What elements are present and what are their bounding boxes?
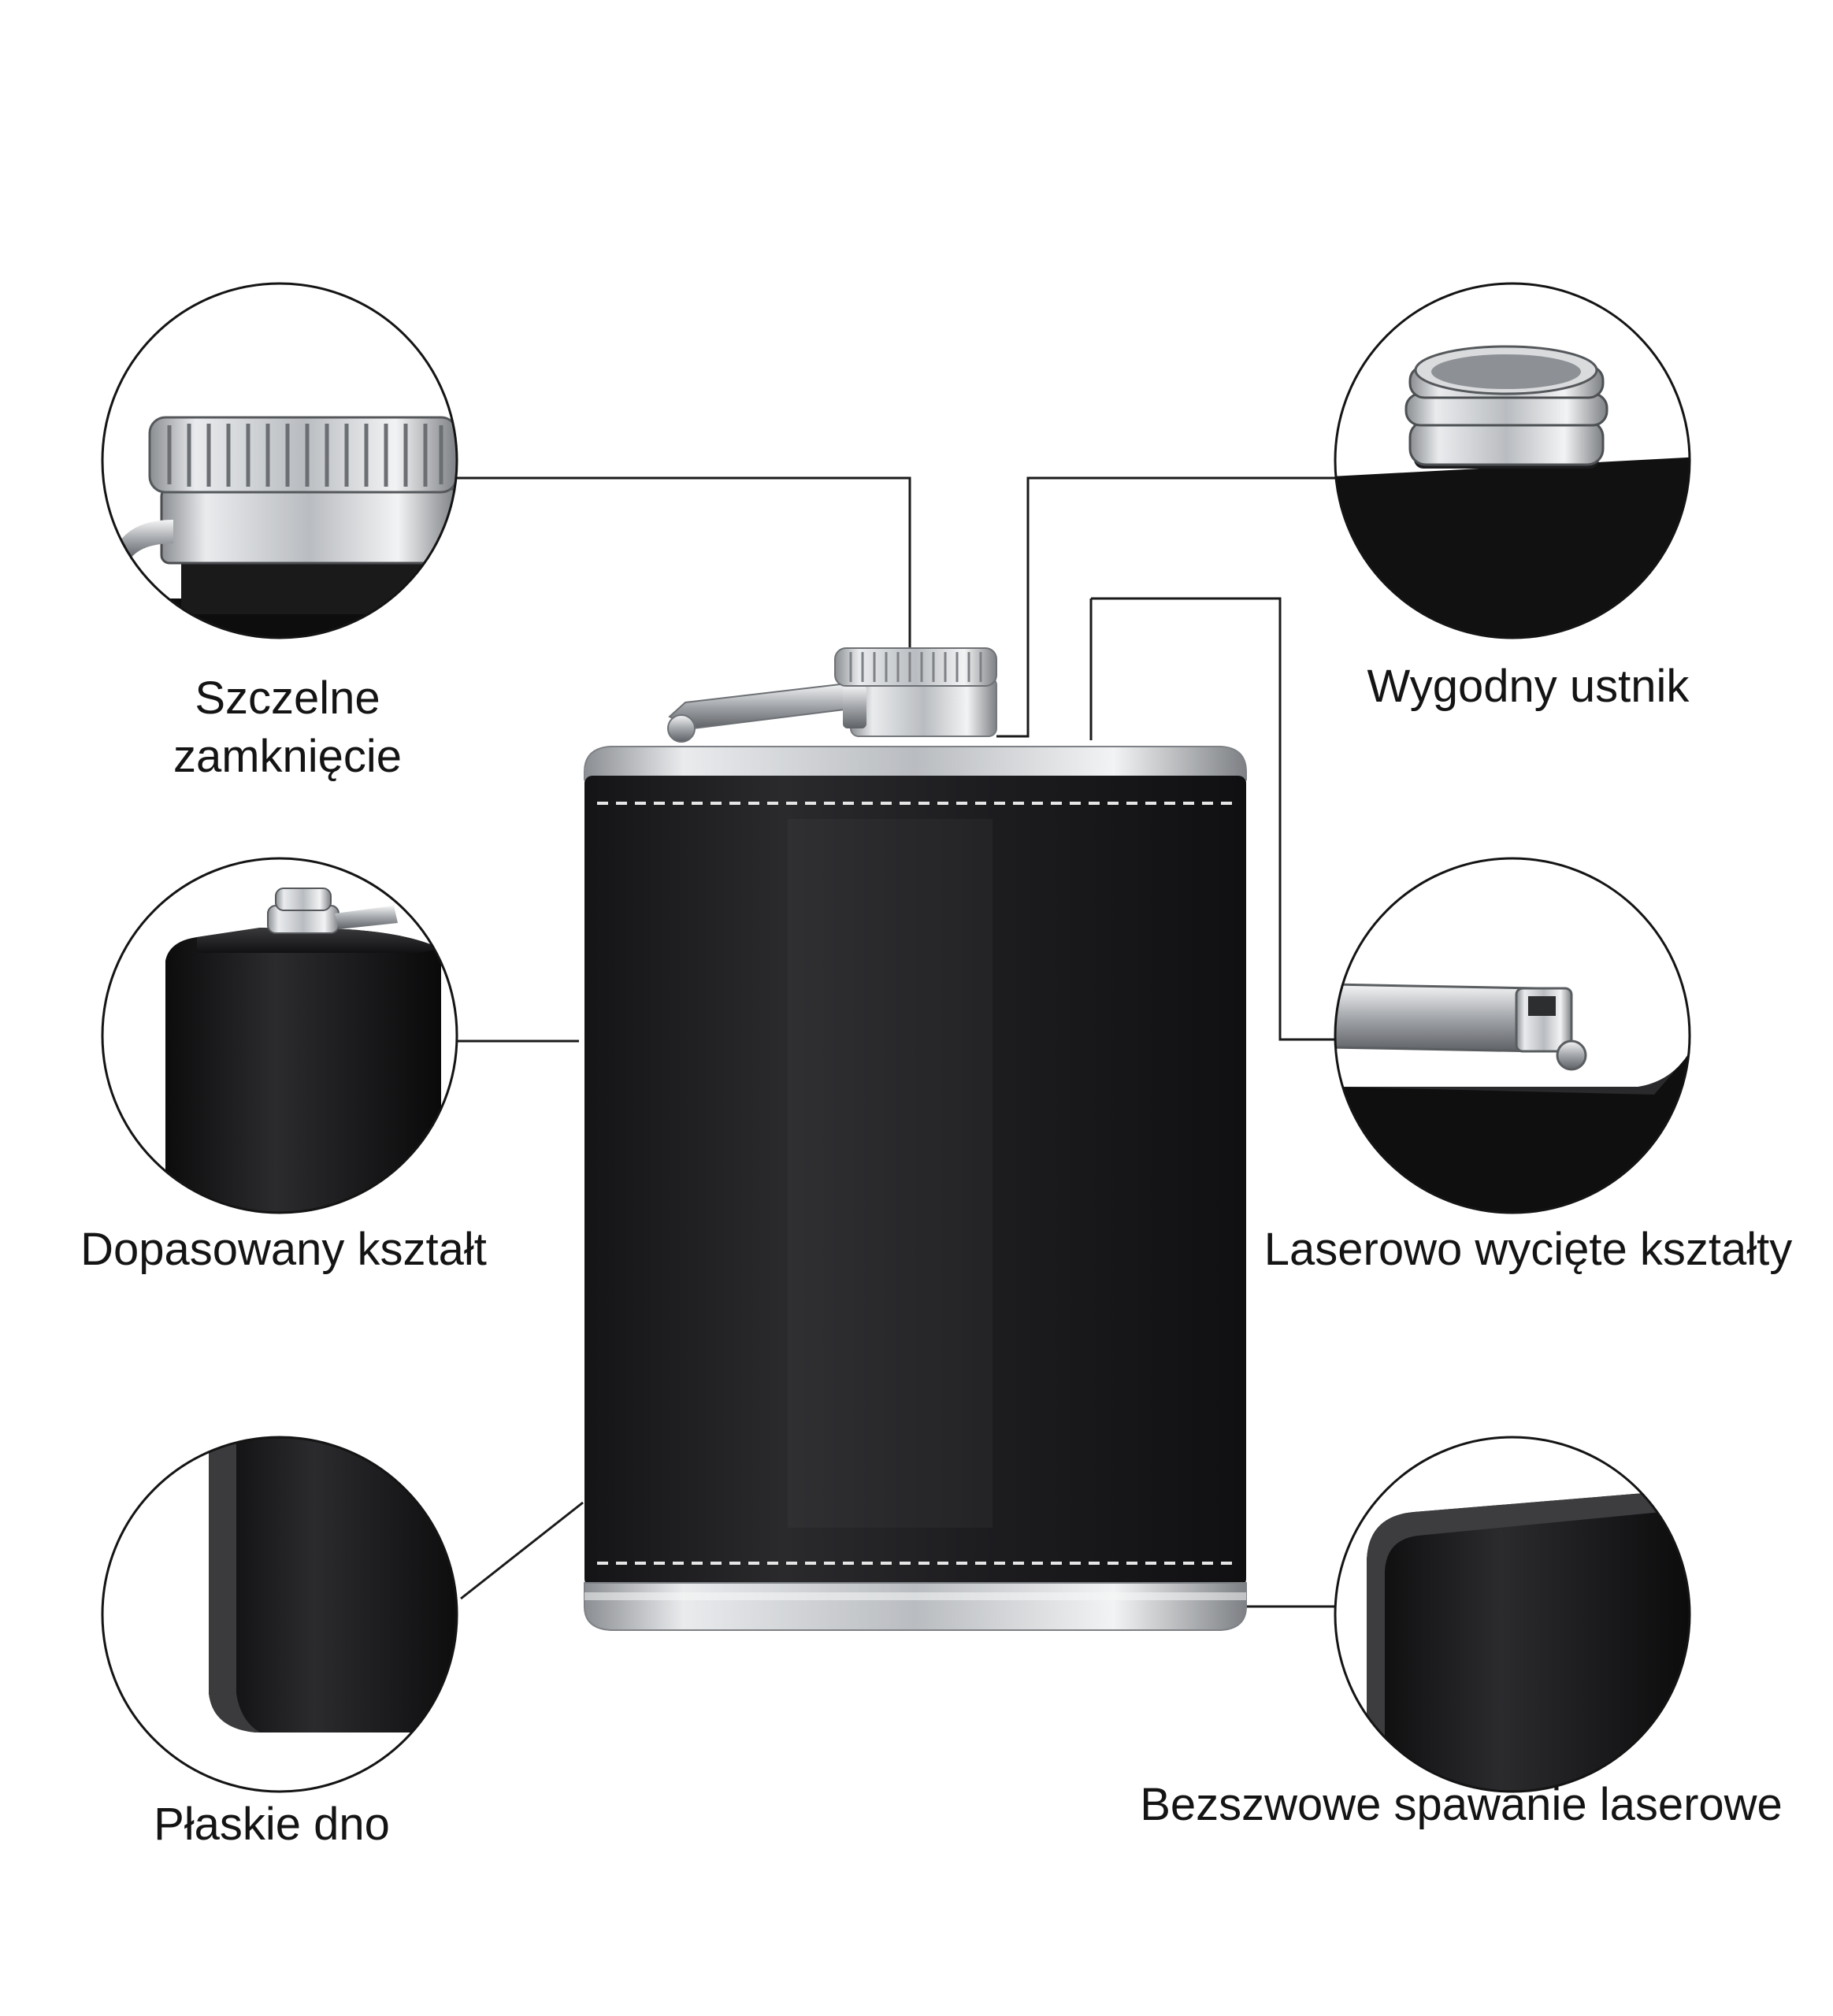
screw-cap-closeup-icon [101, 282, 458, 639]
shape-feature-label: Dopasowany kształt [80, 1224, 487, 1275]
flat-bottom-feature-label: Płaskie dno [154, 1799, 390, 1850]
flask-main-image [584, 647, 1247, 1631]
flask-silhouette-icon [101, 857, 458, 1214]
threaded-neck-closeup-icon [1334, 282, 1691, 639]
seal-label-line1: Szczelne [195, 673, 380, 724]
flat-callout-line [460, 1501, 584, 1600]
seal-callout-line [457, 476, 911, 662]
seamless-edge-closeup-icon [1334, 1436, 1691, 1793]
seal-feature-label: Szczelne zamknięcie [91, 669, 484, 786]
callout-lines [457, 476, 1339, 1608]
welding-feature-label: Bezszwowe spawanie laserowe [1140, 1779, 1783, 1830]
seal-label-line2: zamknięcie [173, 731, 403, 782]
hinge-closeup-icon [1334, 857, 1691, 1214]
laser-callout-line [1091, 597, 1339, 1041]
mouthpiece-feature-label: Wygodny ustnik [1367, 661, 1690, 712]
flask-bottom-edge-icon [101, 1436, 458, 1793]
laser-cut-feature-label: Laserowo wycięte kształty [1263, 1224, 1793, 1275]
mouthpiece-callout-line [996, 476, 1339, 738]
